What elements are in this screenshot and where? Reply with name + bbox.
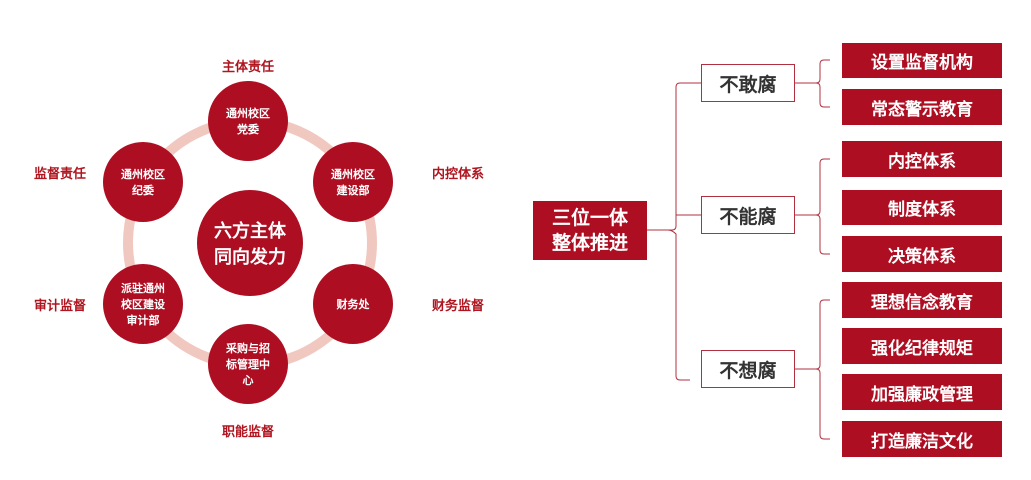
node-procurement-center-label: 标管理中 xyxy=(225,357,270,371)
center-circle xyxy=(197,190,303,296)
node-party-committee-label: 通州校区 xyxy=(226,106,270,120)
center-label-line1: 六方主体 xyxy=(214,220,287,242)
node-party-committee xyxy=(208,81,288,161)
node-audit-dept-label: 派驻通州 xyxy=(121,281,165,295)
node-finance-office xyxy=(313,264,393,344)
node-audit-dept-label: 审计部 xyxy=(127,313,160,327)
node-procurement-center xyxy=(208,324,288,404)
center-label-line2: 同向发力 xyxy=(214,246,286,268)
root-line2: 整体推进 xyxy=(551,231,628,254)
leaf-2-3: 打造廉洁文化 xyxy=(842,421,1002,457)
leaf-0-1: 常态警示教育 xyxy=(842,89,1002,125)
bracket-group-1 xyxy=(808,158,830,255)
node-party-committee-label: 党委 xyxy=(237,122,260,136)
leaf-1-2: 决策体系 xyxy=(842,236,1002,272)
node-discipline-committee xyxy=(103,142,183,222)
node-construction-dept-label: 通州校区 xyxy=(331,167,375,181)
bracket-group-0 xyxy=(808,59,830,108)
group-label-buxiang: 不想腐 xyxy=(701,350,795,388)
bracket-group-2 xyxy=(808,299,830,440)
label-main-responsibility: 主体责任 xyxy=(222,59,274,75)
label-supervision-responsibility: 监督责任 xyxy=(34,166,86,182)
group-label-buneng: 不能腐 xyxy=(701,196,795,234)
node-construction-dept xyxy=(313,142,393,222)
node-discipline-committee-label: 纪委 xyxy=(132,183,155,197)
node-audit-dept-label: 校区建设 xyxy=(121,297,166,311)
leaf-2-1: 强化纪律规矩 xyxy=(842,328,1002,364)
node-finance-office-label: 财务处 xyxy=(336,297,371,311)
root-box: 三位一体 整体推进 xyxy=(533,201,647,260)
label-financial-supervision: 财务监督 xyxy=(432,298,484,314)
bracket-level1 xyxy=(667,82,690,381)
node-procurement-center-label: 心 xyxy=(243,374,254,387)
node-procurement-center-label: 采购与招 xyxy=(225,341,270,355)
node-discipline-committee-label: 通州校区 xyxy=(121,167,165,181)
leaf-0-0: 设置监督机构 xyxy=(842,43,1002,78)
label-functional-supervision: 职能监督 xyxy=(222,424,274,440)
root-line1: 三位一体 xyxy=(551,206,628,229)
leaf-1-1: 制度体系 xyxy=(842,190,1002,225)
group-label-bugan: 不敢腐 xyxy=(701,64,795,102)
leaf-1-0: 内控体系 xyxy=(842,141,1002,177)
label-audit-supervision: 审计监督 xyxy=(34,298,86,314)
node-construction-dept-label: 建设部 xyxy=(337,183,370,197)
label-internal-control: 内控体系 xyxy=(432,166,484,182)
node-audit-dept xyxy=(103,264,183,344)
leaf-2-2: 加强廉政管理 xyxy=(842,374,1002,410)
leaf-2-0: 理想信念教育 xyxy=(842,282,1002,318)
